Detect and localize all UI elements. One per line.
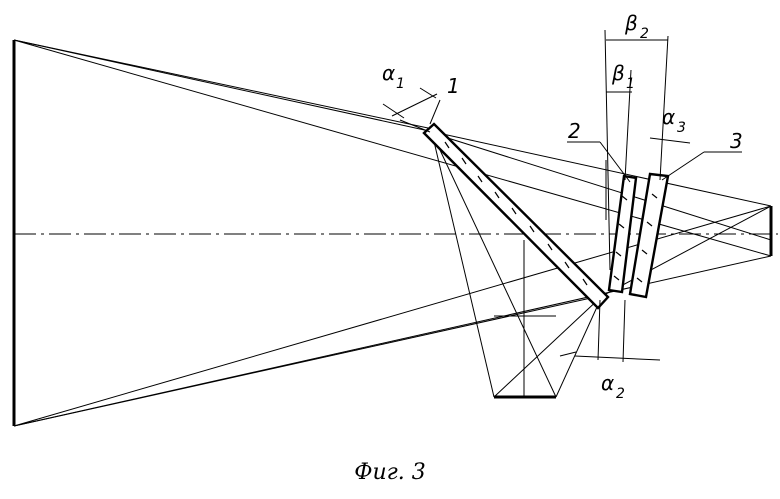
- svg-text:α: α: [601, 371, 614, 395]
- label-alpha-2: α 2: [601, 371, 625, 402]
- svg-text:2: 2: [616, 386, 625, 402]
- svg-text:α: α: [662, 105, 675, 129]
- label-alpha-1: α 1: [382, 61, 405, 92]
- label-alpha-3: α 3: [662, 105, 686, 136]
- svg-text:3: 3: [677, 120, 686, 136]
- svg-text:1: 1: [626, 76, 635, 92]
- svg-text:α: α: [382, 61, 395, 85]
- label-element-3: 3: [730, 129, 743, 153]
- svg-text:β: β: [611, 61, 625, 85]
- label-beta-1: β 1: [611, 61, 635, 92]
- label-element-2: 2: [568, 119, 581, 143]
- svg-text:1: 1: [396, 76, 405, 92]
- label-beta-2: β 2: [624, 11, 649, 42]
- optical-element-3: [630, 174, 668, 297]
- figure-caption: Фиг. 3: [0, 460, 780, 485]
- label-element-1: 1: [447, 74, 460, 98]
- svg-text:β: β: [624, 11, 638, 35]
- svg-text:2: 2: [640, 26, 649, 42]
